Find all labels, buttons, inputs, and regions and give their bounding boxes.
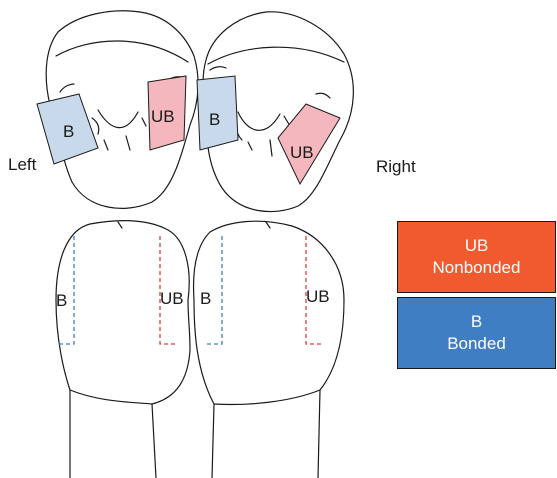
right-occlusal-groove — [316, 93, 330, 98]
right-occlusal-fossa — [238, 112, 280, 130]
left-crown-ub-label: UB — [160, 289, 184, 308]
label-right: Right — [376, 157, 416, 176]
legend-bonded: B Bonded — [397, 297, 556, 369]
left-occlusal-inner-rim — [56, 41, 188, 62]
legend-unbonded-code: UB — [465, 235, 489, 257]
right-crown-root — [212, 404, 214, 478]
right-occlusal-groove — [270, 140, 272, 156]
right-occlusal-b-label: B — [209, 110, 220, 129]
left-occlusal-groove — [104, 140, 108, 150]
left-crown-outline — [56, 221, 189, 478]
left-occlusal-b-label: B — [63, 122, 74, 141]
left-bonded-dash — [58, 236, 74, 344]
left-occlusal-groove — [60, 84, 74, 92]
left-occlusal-groove — [142, 118, 146, 126]
right-occlusal-ub-label: UB — [290, 143, 314, 162]
right-crown-ub-label: UB — [306, 287, 330, 306]
right-crown-b-label: B — [200, 289, 211, 308]
left-occlusal-ub-label: UB — [151, 107, 175, 126]
right-occlusal-groove — [248, 142, 252, 150]
legend-bonded-text: Bonded — [447, 333, 506, 355]
left-occlusal-fossa — [98, 110, 138, 128]
left-crown-root — [152, 404, 156, 478]
legend-bonded-code: B — [471, 311, 482, 333]
left-occlusal-groove — [126, 136, 130, 150]
legend-unbonded-text: Nonbonded — [433, 257, 521, 279]
left-crown-cervical — [70, 300, 190, 404]
right-crown-cervical — [194, 300, 320, 404]
right-crown-tip — [266, 222, 270, 228]
left-occlusal-groove — [92, 118, 99, 134]
label-left: Left — [8, 155, 37, 174]
right-occlusal-groove — [210, 67, 226, 70]
right-crown-outline — [194, 221, 344, 478]
left-crown-b-label: B — [56, 291, 67, 310]
left-crown-tip — [118, 222, 122, 228]
right-occlusal-inner-rim — [208, 47, 344, 64]
legend-unbonded: UB Nonbonded — [397, 221, 556, 293]
